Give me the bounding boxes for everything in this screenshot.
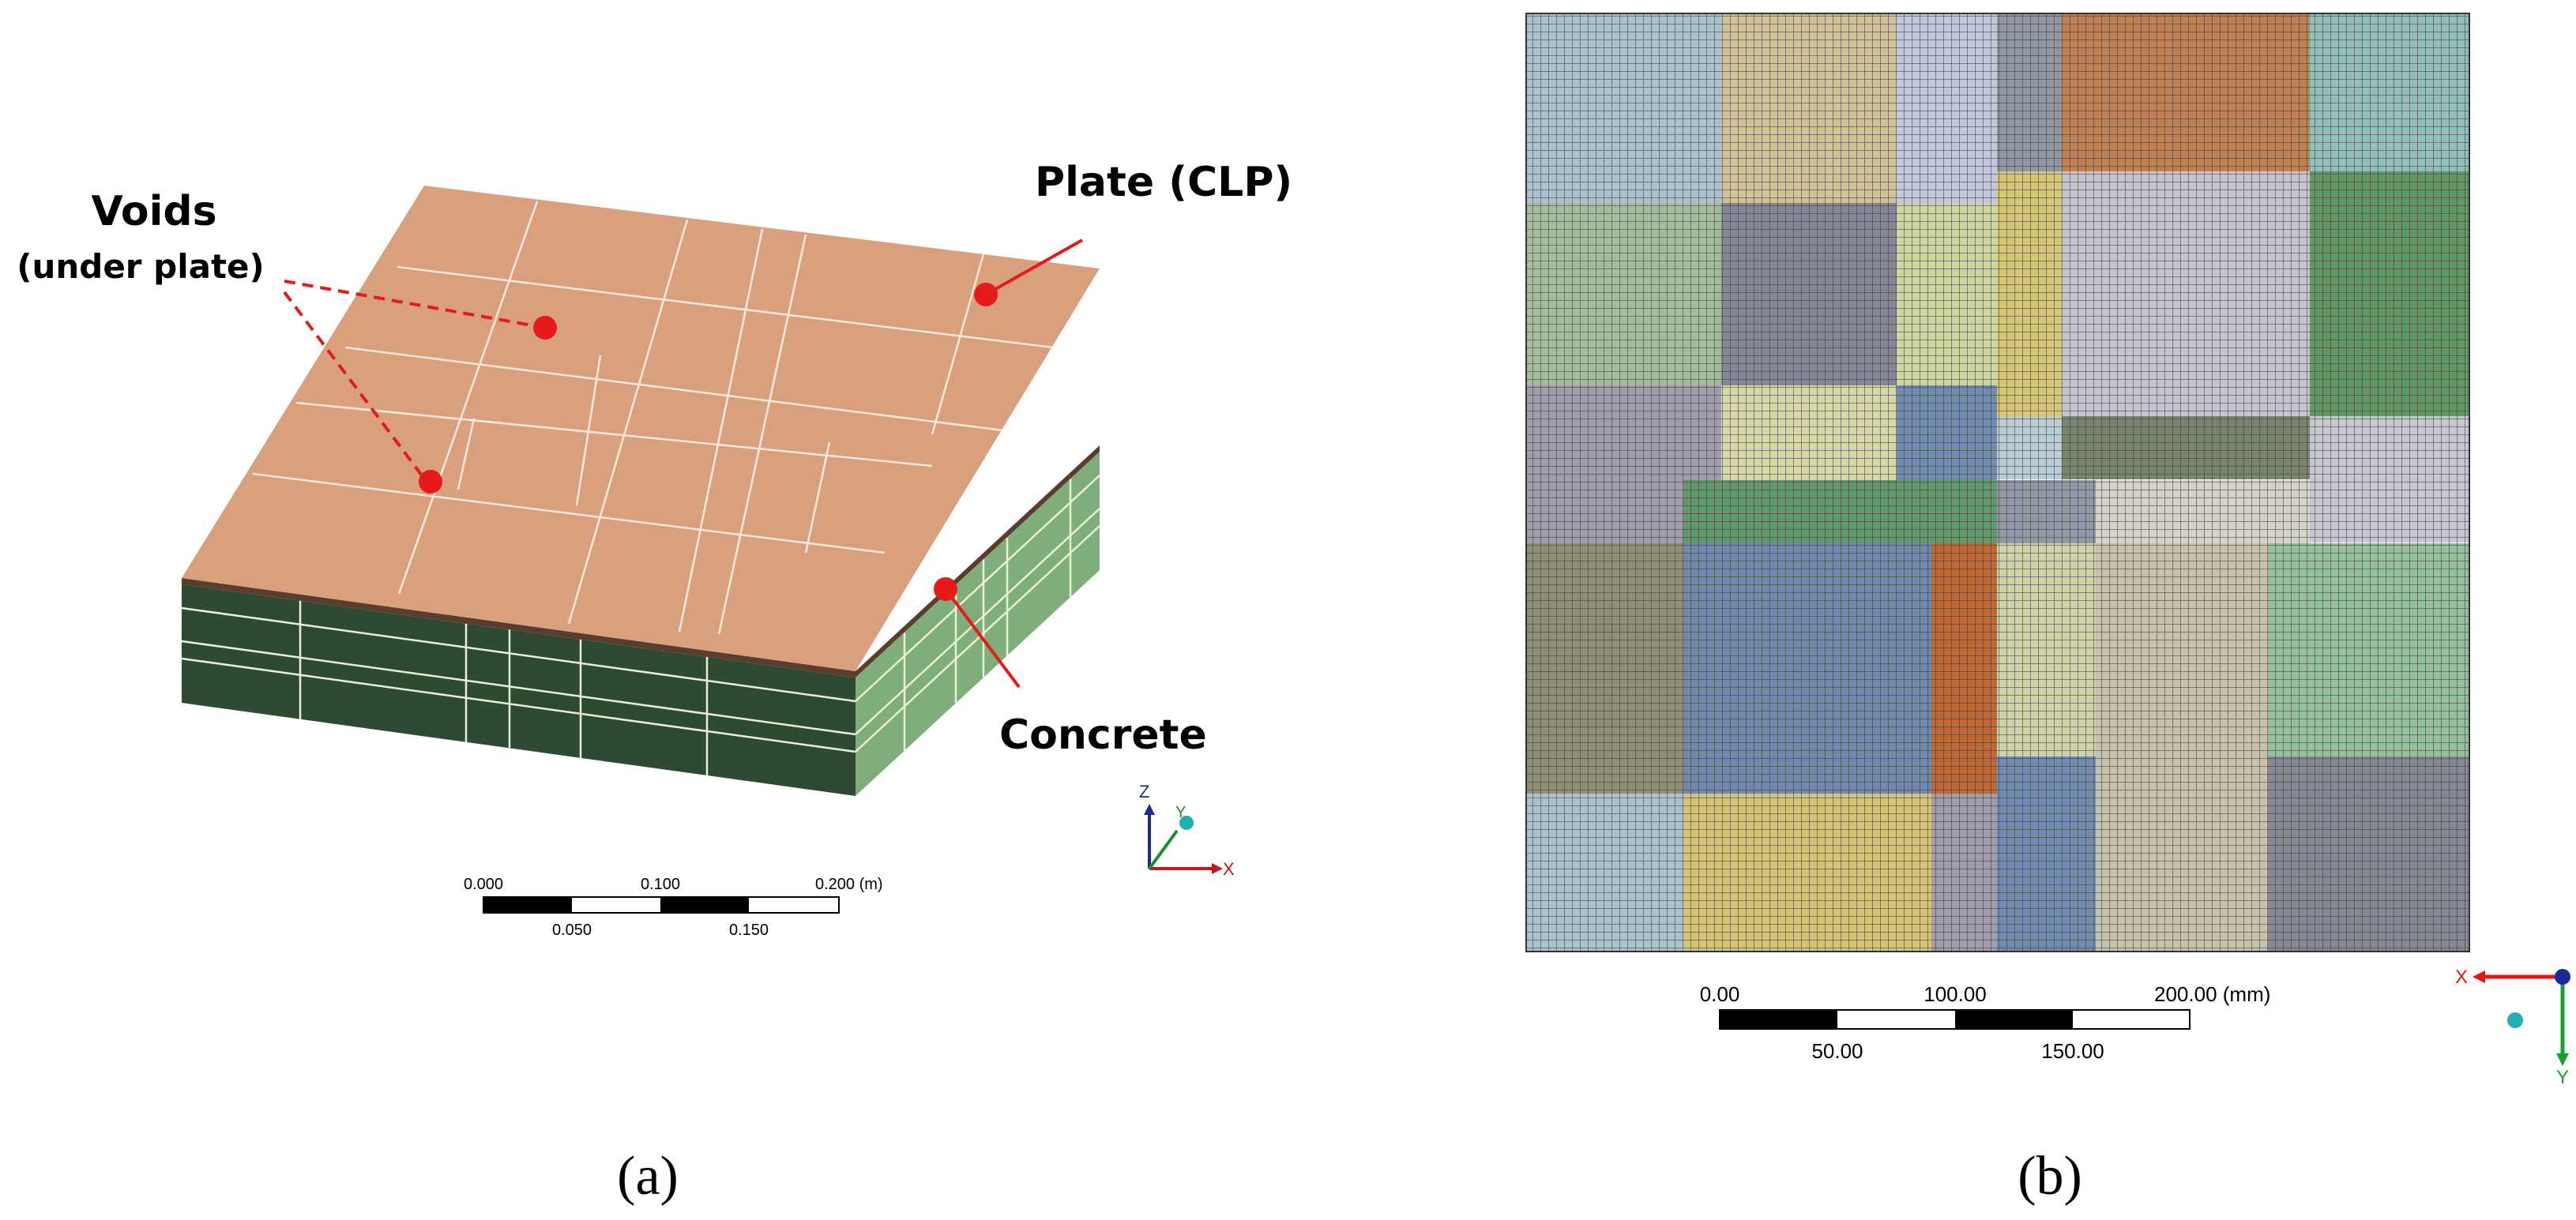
plate-top-partitions bbox=[252, 201, 1054, 635]
scale-bar-b: 0.00 100.00 200.00 (mm) 50.00 150.00 bbox=[1700, 982, 2271, 1063]
concrete-side-face bbox=[856, 452, 1100, 796]
scale-a-tick-100: 0.100 bbox=[641, 876, 680, 893]
triad-a-y: Y bbox=[1175, 804, 1186, 821]
axis-triad-a: Z Y X bbox=[1139, 782, 1235, 879]
concrete-side-mesh bbox=[855, 475, 1100, 753]
scale-b-tick-50: 50.00 bbox=[1811, 1039, 1863, 1063]
concrete-front-face bbox=[182, 584, 856, 796]
scale-a-tick-50: 0.050 bbox=[552, 922, 592, 939]
concrete-label: Concrete bbox=[999, 711, 1207, 759]
scale-a-tick-200: 0.200 (m) bbox=[815, 876, 883, 893]
panel-b: 0.00 100.00 200.00 (mm) 50.00 150.00 X Y… bbox=[1525, 13, 2570, 1207]
callout-lines bbox=[283, 238, 1083, 689]
triad-a-z: Z bbox=[1139, 782, 1149, 801]
concrete-marker bbox=[934, 577, 957, 601]
caption-b: (b) bbox=[2018, 1146, 2082, 1207]
plate-marker bbox=[974, 283, 998, 306]
void-marker-2 bbox=[419, 470, 442, 494]
triad-a-x: X bbox=[1223, 859, 1235, 879]
voids-sublabel: (under plate) bbox=[17, 247, 264, 286]
mesh-border bbox=[1525, 13, 2470, 952]
concrete-front-mesh bbox=[181, 601, 856, 775]
plate-top bbox=[182, 186, 1100, 671]
scale-b-tick-150: 150.00 bbox=[2041, 1039, 2104, 1063]
scale-b-tick-200: 200.00 (mm) bbox=[2154, 982, 2270, 1006]
scale-bar-a: 0.000 0.100 0.200 (m) 0.050 0.150 bbox=[464, 876, 883, 939]
triad-b-x: X bbox=[2455, 967, 2468, 988]
scale-b-tick-0: 0.00 bbox=[1700, 982, 1740, 1006]
mesh-grid bbox=[1526, 13, 2469, 952]
caption-a: (a) bbox=[617, 1146, 679, 1207]
scale-b-tick-100: 100.00 bbox=[1924, 982, 1987, 1006]
panel-a: Voids (under plate) Plate (CLP) Concrete… bbox=[17, 159, 1292, 1207]
plate-label: Plate (CLP) bbox=[1035, 159, 1292, 206]
triad-b-y: Y bbox=[2556, 1067, 2569, 1088]
scale-a-tick-0: 0.000 bbox=[464, 876, 503, 893]
voids-label: Voids bbox=[91, 188, 216, 235]
axis-triad-b: X Y bbox=[2455, 967, 2570, 1088]
void-marker-1 bbox=[533, 316, 557, 340]
scale-a-tick-150: 0.150 bbox=[729, 922, 769, 939]
